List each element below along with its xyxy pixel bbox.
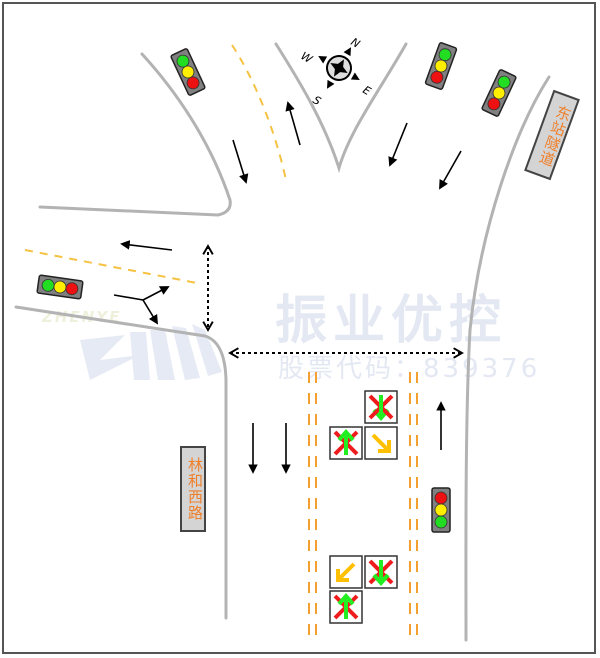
traffic-arrows (113, 101, 462, 474)
yellow-light-icon (434, 503, 448, 517)
arrow-northbound-n (285, 101, 301, 146)
watermark-logo-icon (80, 324, 222, 380)
watermark-stock-code: 股票代码：839376 (278, 354, 541, 384)
lane-dividers (308, 372, 418, 645)
arrow-southbound-nw (232, 139, 249, 184)
down-arrow-icon (372, 560, 390, 587)
sign-lower-left (329, 555, 363, 589)
signal-north-east-2 (481, 69, 517, 117)
sign-lower-bottom (329, 590, 363, 624)
arrow-split-right (142, 299, 158, 325)
sign-upper-top (364, 390, 398, 424)
sign-lower-right (364, 555, 398, 589)
road-label-linhe-west-road: 林和西路 (180, 446, 206, 532)
arrow-split-stem (113, 294, 144, 301)
sign-upper-right (364, 426, 398, 460)
up-arrow-icon (337, 428, 355, 455)
signal-north-east-1 (424, 42, 458, 90)
up-arrow-icon (337, 592, 355, 619)
red-light-icon (65, 282, 79, 296)
red-light-icon (487, 97, 501, 111)
compass-rose-icon (318, 47, 360, 89)
signal-north-west (170, 48, 206, 96)
pedestrian-crossings (202, 244, 464, 359)
diagonal-arrow-down-right-icon (371, 433, 391, 453)
red-light-icon (434, 491, 448, 505)
road-edges (14, 42, 551, 642)
arrow-southbound-ne-1 (388, 122, 408, 167)
green-light-icon (434, 515, 448, 529)
compass-e: E (361, 83, 374, 98)
arrow-split-left (142, 286, 170, 301)
signal-south (431, 487, 451, 533)
diagonal-arrow-down-left-icon (336, 562, 356, 582)
compass-w: W (299, 49, 316, 66)
arrow-southbound-ne-2 (439, 150, 462, 190)
watermark-brand: 振业优控 (275, 291, 508, 351)
red-light-icon (186, 76, 200, 90)
arrow-westbound (120, 240, 173, 251)
sign-upper-left (329, 426, 363, 460)
red-light-icon (430, 70, 444, 84)
signal-west (36, 274, 84, 300)
